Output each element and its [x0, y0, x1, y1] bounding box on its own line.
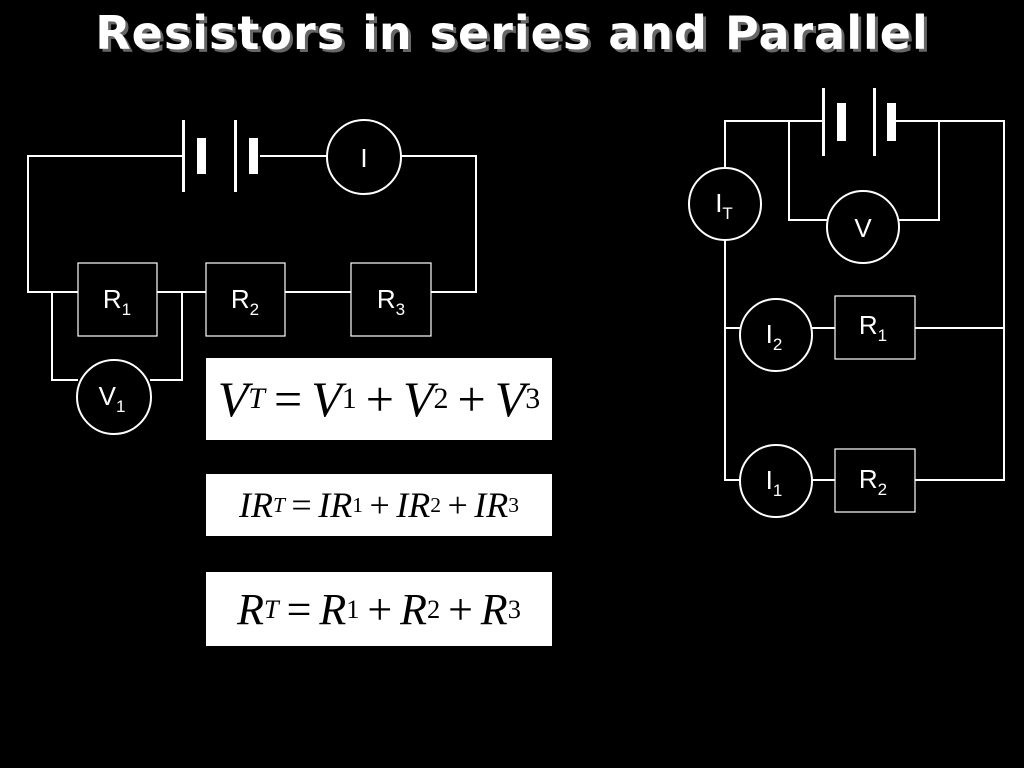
equals-sign: =: [286, 584, 312, 634]
battery-short-plate: [887, 103, 896, 141]
eq-term-sub: 3: [508, 492, 520, 517]
parallel-battery: [822, 88, 896, 156]
eq-lhs: R: [237, 584, 264, 634]
eq-lhs-sub: T: [264, 593, 279, 624]
parallel-voltmeter: V: [826, 190, 900, 264]
branch-bottom-resistor: R2: [834, 448, 916, 513]
eq-term: V: [311, 371, 342, 427]
ammeter-symbol: I: [766, 319, 773, 349]
eq-term: IR: [474, 485, 509, 525]
branch-top-resistor: R1: [834, 295, 916, 360]
series-voltmeter: V1: [76, 359, 152, 435]
series-resistor-r3: R3: [350, 262, 432, 337]
plus-sign: +: [367, 584, 393, 634]
battery-short-plate: [197, 138, 206, 174]
eq-lhs-sub: T: [248, 382, 265, 415]
eq-term-sub: 1: [341, 382, 357, 415]
svg-text:V1: V1: [99, 381, 126, 416]
svg-text:R1: R1: [859, 310, 887, 345]
svg-text:R2: R2: [859, 464, 887, 499]
branch-top-ammeter: I2: [739, 298, 813, 372]
resistor-symbol: R: [859, 464, 878, 494]
equals-sign: =: [291, 485, 312, 525]
eq-term-sub: 2: [426, 593, 441, 624]
battery-long-plate: [182, 120, 185, 192]
resistor-subscript: 3: [396, 300, 405, 319]
resistor-subscript: 2: [878, 480, 887, 499]
series-wires: [27, 155, 477, 381]
svg-text:V: V: [854, 213, 872, 243]
resistor-subscript: 1: [878, 326, 887, 345]
series-ammeter: I: [326, 119, 402, 195]
svg-text:R1: R1: [103, 284, 131, 319]
plus-sign: +: [448, 584, 473, 634]
eq-term-sub: 1: [346, 593, 360, 624]
parallel-wires: [724, 120, 1005, 481]
battery-long-plate: [873, 88, 876, 156]
svg-text:R2: R2: [231, 284, 259, 319]
plus-sign: +: [369, 485, 390, 525]
resistor-symbol: R: [377, 284, 396, 314]
eq-term: R: [319, 584, 347, 634]
ammeter-subscript: 1: [773, 481, 782, 500]
equals-sign: =: [273, 371, 303, 427]
series-circuit: I R1 R2 R3 V1: [27, 119, 477, 435]
plus-sign: +: [447, 485, 468, 525]
ammeter-subscript: T: [722, 204, 732, 223]
svg-text:I1: I1: [766, 465, 783, 500]
battery-short-plate: [837, 103, 846, 141]
eq-term: IR: [396, 485, 431, 525]
battery-long-plate: [234, 120, 237, 192]
eq-term-sub: 3: [525, 382, 541, 415]
svg-text:I2: I2: [766, 319, 783, 354]
svg-text:I: I: [360, 143, 367, 173]
battery-long-plate: [822, 88, 825, 156]
eq-term: V: [402, 371, 434, 427]
eq-lhs-sub: T: [272, 492, 285, 517]
total-ammeter: IT: [688, 167, 762, 241]
slide-title: Resistors in series and Parallel: [95, 6, 929, 60]
eq-term-sub: 2: [433, 382, 449, 415]
resistor-subscript: 1: [122, 300, 131, 319]
ammeter-subscript: 2: [773, 335, 782, 354]
eq-term: R: [400, 584, 427, 634]
ammeter-label: I: [360, 143, 367, 173]
plus-sign: +: [365, 371, 394, 427]
plus-sign: +: [457, 371, 486, 427]
series-battery: [182, 120, 258, 192]
eq-term: IR: [318, 485, 353, 525]
resistor-subscript: 2: [250, 300, 259, 319]
resistor-symbol: R: [231, 284, 250, 314]
eq-lhs: V: [217, 371, 249, 427]
voltmeter-subscript: 1: [116, 397, 125, 416]
eq-term: R: [480, 584, 508, 634]
parallel-circuit: IT V I2 R1 I1 R2: [688, 88, 1005, 518]
ammeter-symbol: I: [715, 188, 722, 218]
branch-bottom-ammeter: I1: [739, 444, 813, 518]
eq-term-sub: 2: [430, 492, 442, 517]
svg-text:IT: IT: [715, 188, 733, 223]
eq-term-sub: 3: [507, 593, 521, 624]
eq-lhs: IR: [238, 485, 273, 525]
svg-text:R3: R3: [377, 284, 405, 319]
series-resistor-r2: R2: [205, 262, 286, 337]
battery-short-plate: [249, 138, 258, 174]
series-resistor-r1: R1: [77, 262, 158, 337]
ammeter-symbol: I: [766, 465, 773, 495]
voltmeter-symbol: V: [854, 213, 872, 243]
eq-term: V: [494, 371, 526, 427]
resistor-symbol: R: [859, 310, 878, 340]
eq-term-sub: 1: [352, 492, 363, 517]
voltmeter-symbol: V: [99, 381, 117, 411]
resistor-symbol: R: [103, 284, 122, 314]
